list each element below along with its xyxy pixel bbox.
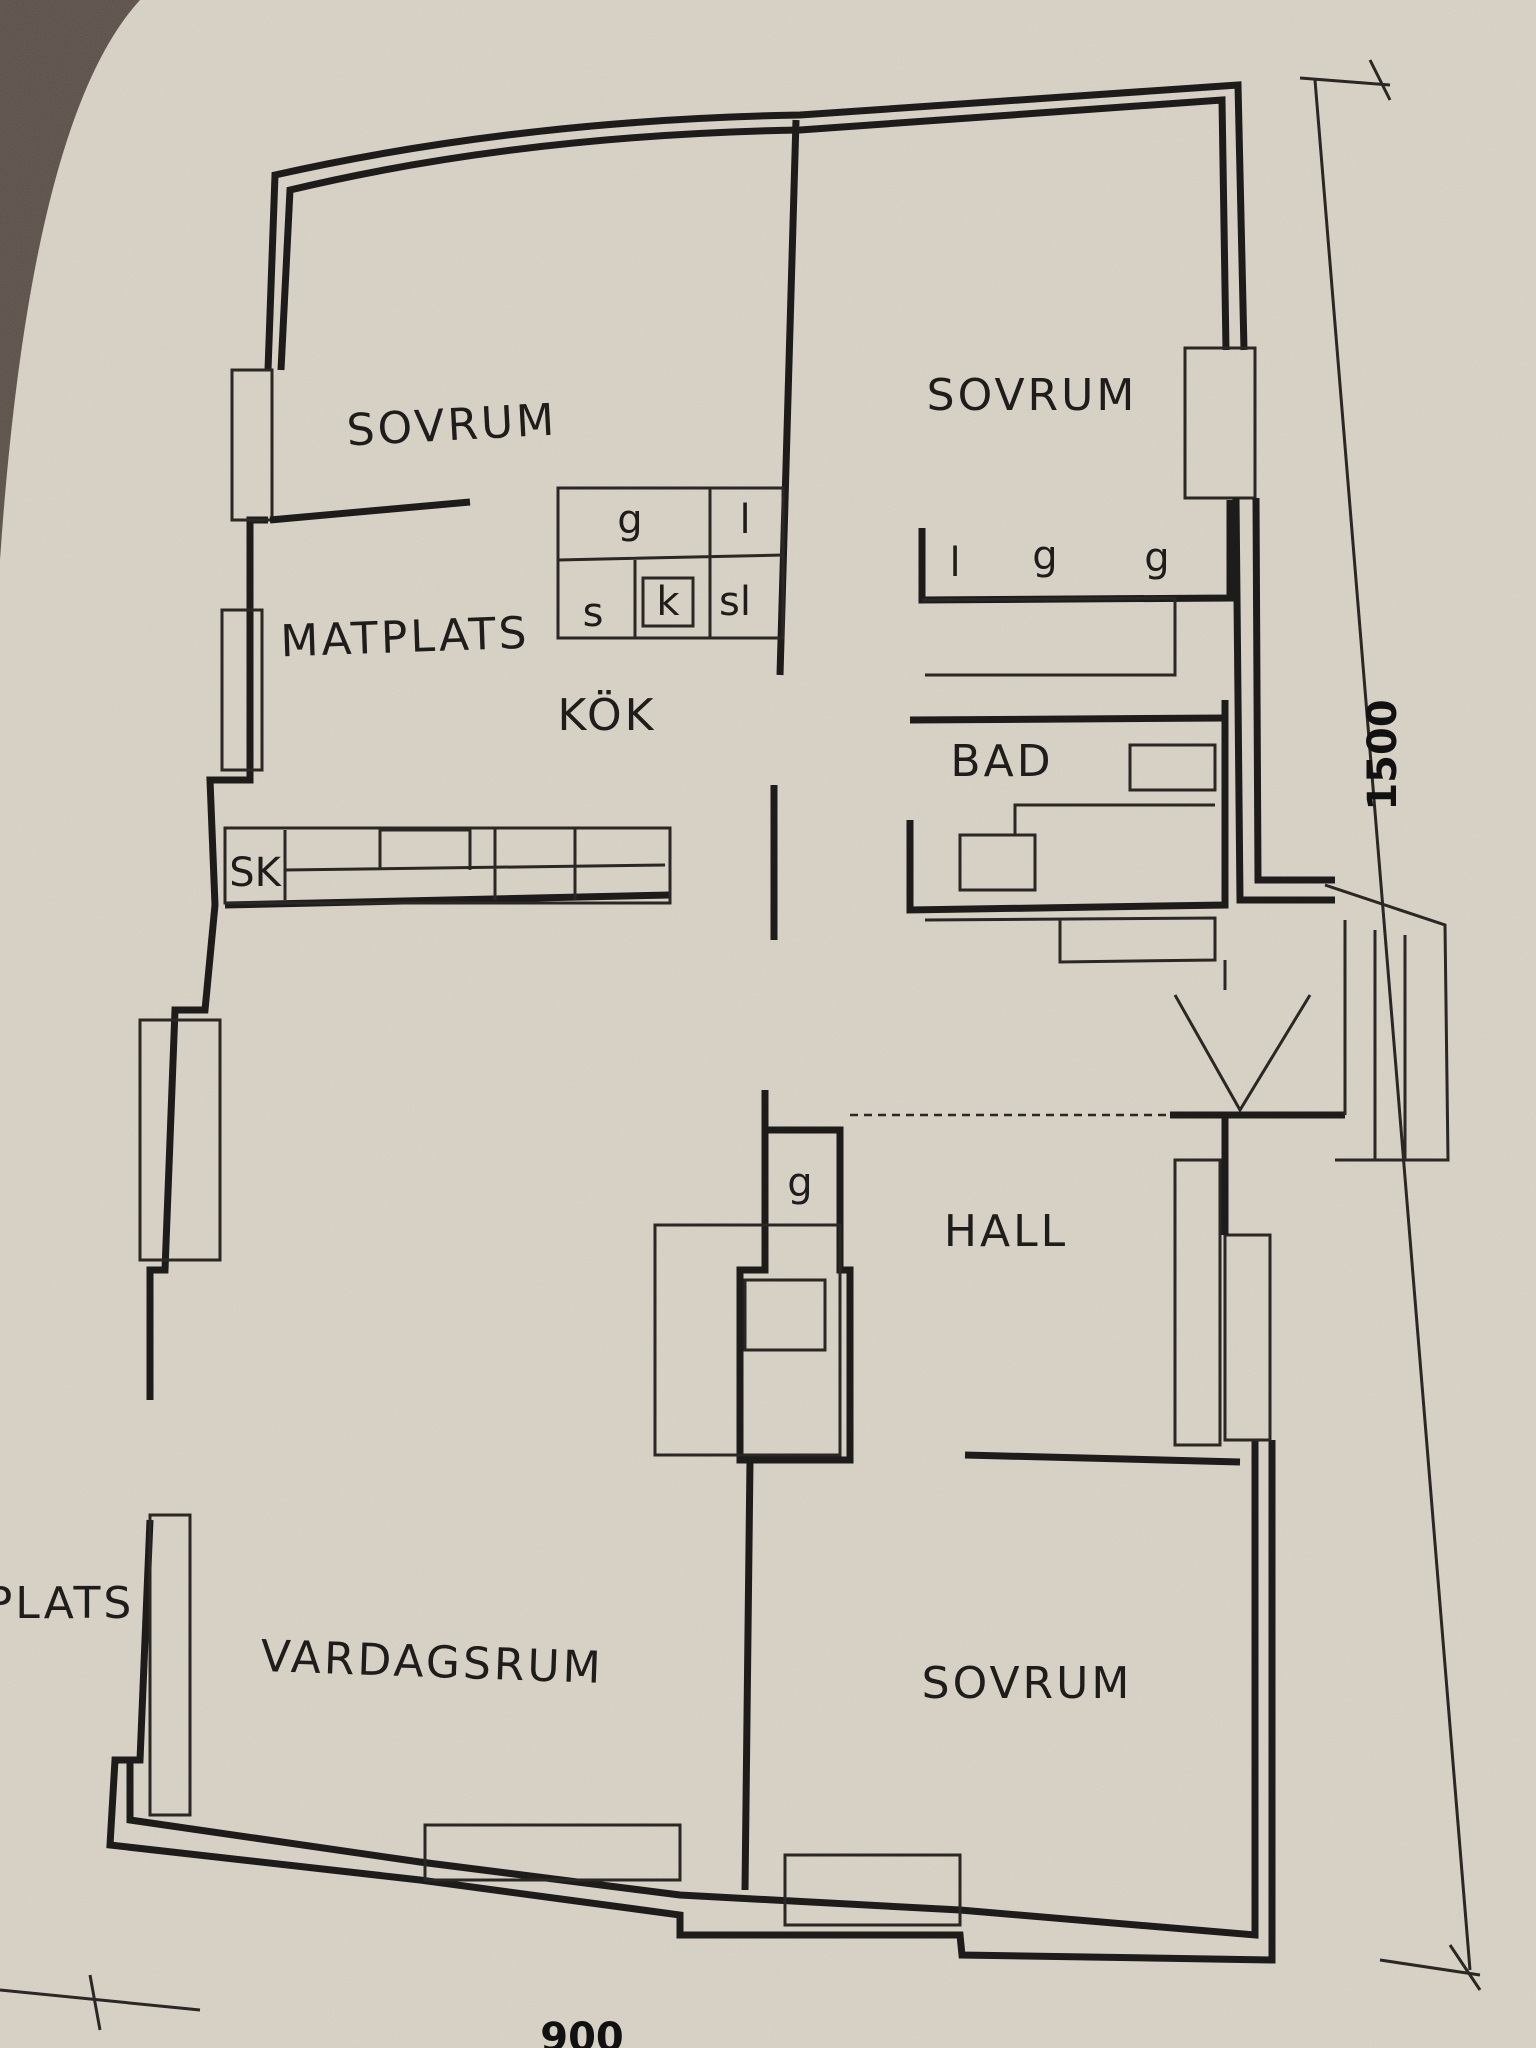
dimension-height: 1500 — [1360, 699, 1406, 810]
fixture-label: k — [656, 579, 680, 625]
fixture-label: g — [787, 1160, 812, 1206]
exterior-walls — [106, 81, 1335, 1964]
room-label-kitchen: KÖK — [558, 689, 657, 741]
room-label-bedroom: SOVRUM — [345, 395, 558, 457]
dimension-width: 900 — [540, 2015, 624, 2048]
room-label-bathroom: BAD — [950, 736, 1053, 787]
room-label-terrace: PLATS — [0, 1578, 134, 1629]
room-label-bedroom: SOVRUM — [927, 370, 1138, 421]
room-label-hall: HALL — [944, 1206, 1068, 1257]
fixture-label: sl — [719, 579, 751, 625]
fixture-label: l — [949, 540, 960, 586]
fixture-label: s — [583, 590, 604, 636]
fixture-label: g — [1144, 535, 1169, 581]
room-label-dining: MATPLATS — [280, 608, 531, 668]
kitchen-cabinets — [556, 486, 785, 640]
interior-walls — [223, 119, 1450, 1891]
dimension-lines — [0, 59, 1482, 2031]
fixture-label: SK — [229, 850, 282, 896]
fixture-label: g — [617, 497, 642, 543]
room-label-living-room: VARDAGSRUM — [260, 1631, 605, 1694]
fixture-label: l — [739, 497, 750, 543]
room-label-bedroom: SOVRUM — [922, 1658, 1133, 1709]
fixture-label: g — [1032, 533, 1057, 579]
